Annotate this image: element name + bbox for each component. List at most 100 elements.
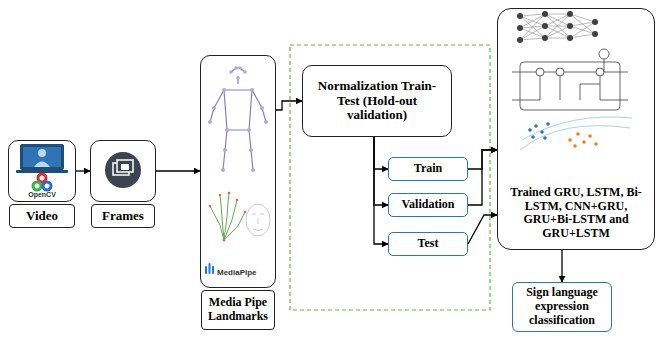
hand-points (244, 211, 247, 214)
mediapipe-logo (205, 266, 207, 274)
pose-points (238, 66, 242, 70)
flow-arrow (468, 215, 497, 244)
video-icon (38, 149, 46, 157)
scatter-plot (534, 124, 538, 128)
neural-network (517, 11, 598, 43)
scatter-plot (520, 126, 630, 150)
scatter-plot (576, 132, 580, 136)
pose-points (264, 120, 268, 124)
pose-points (234, 66, 238, 70)
box-label: Sign language expression classification (517, 286, 607, 327)
landmark-box: MediaPipeMedia Pipe Landmarks (200, 55, 276, 288)
pose-skeleton (224, 90, 252, 130)
split-box: Test (388, 232, 468, 256)
pose-points (243, 70, 247, 74)
split-box: Train (388, 157, 468, 181)
hand-points (228, 192, 231, 195)
neural-network (520, 14, 595, 40)
pose-skeleton (210, 68, 266, 170)
lstm-cell (556, 68, 564, 76)
neural-network (592, 31, 598, 37)
flow-arrow (374, 137, 388, 244)
scatter-plot (520, 117, 632, 150)
lstm-cell (536, 68, 544, 76)
connectors (76, 101, 562, 282)
neural-network (567, 23, 573, 29)
pose-points (212, 106, 216, 110)
pose-points (251, 168, 255, 172)
pose-points (229, 70, 233, 74)
scatter-plot (543, 136, 547, 140)
pose-skeleton (223, 130, 253, 170)
frames-icon (113, 163, 129, 175)
opencv-logo (43, 182, 51, 190)
caption-box: Media Pipe Landmarks (201, 290, 275, 330)
mediapipe-logo (209, 263, 211, 274)
frames-icon (117, 160, 133, 172)
neural-network (517, 25, 523, 31)
split-box: Validation (388, 193, 468, 217)
lstm-cell (599, 49, 609, 59)
neural-network (567, 35, 573, 41)
pose-skeleton (210, 90, 266, 122)
pose-skeleton (231, 68, 245, 84)
scatter-plot (594, 142, 598, 146)
lstm-cell (512, 72, 628, 100)
scatter-plot (528, 128, 532, 132)
logo-text: MediaPipe (217, 268, 257, 277)
output-box: Sign language expression classification (512, 282, 612, 332)
face-mesh (246, 204, 270, 236)
hand-points (209, 192, 247, 242)
scatter-plot (522, 117, 632, 140)
neural-network (567, 11, 573, 17)
scatter-plot (540, 130, 544, 134)
hand-landmarks (210, 193, 245, 240)
mediapipe-logo (212, 266, 214, 274)
opencv-logo (33, 182, 41, 190)
flow-arrow (156, 170, 200, 171)
scatter-plot (588, 134, 592, 138)
pose-points (225, 128, 229, 132)
hand-points (219, 194, 222, 197)
logo-text: OpenCV (28, 191, 56, 199)
pose-points (222, 88, 226, 92)
flow-arrow (276, 101, 302, 110)
caption-box: Video (9, 204, 75, 228)
pose-points (208, 66, 268, 172)
caption-label: Video (26, 209, 58, 224)
frames-icon (105, 152, 141, 188)
scatter-plot (568, 132, 598, 148)
neural-network (542, 35, 548, 41)
frames-icon (105, 152, 141, 188)
icon-box: OpenCVVideo (8, 140, 76, 202)
pose-points (223, 148, 227, 152)
scatter-plot (582, 140, 586, 144)
pose-points (260, 106, 264, 110)
flow-arrow (561, 250, 562, 282)
scatter-plot (546, 122, 550, 126)
pose-points (208, 120, 212, 124)
hand-points (236, 199, 239, 202)
flow-arrow (374, 137, 388, 169)
video-icon (20, 144, 64, 170)
mediapipe-logo (205, 263, 214, 274)
neural-network (542, 23, 548, 29)
box-label: Validation (402, 198, 455, 212)
neural-network (517, 37, 523, 43)
scatter-plot (528, 122, 550, 140)
flow-arrow (374, 137, 388, 205)
box-label: Test (418, 237, 439, 251)
lstm-cell (604, 59, 605, 72)
opencv-logo (33, 174, 51, 190)
box-label: Train (414, 162, 442, 176)
box-label: Normalization Train-Test (Hold-out valid… (309, 79, 445, 124)
pose-points (249, 148, 253, 152)
pose-points (221, 168, 225, 172)
pose-points (236, 76, 240, 80)
caption-box: Frames (91, 204, 155, 228)
box-label: Trained GRU, LSTM, Bi-LSTM, CNN+GRU, GRU… (506, 186, 646, 241)
scatter-plot (531, 135, 535, 139)
caption-label: Media Pipe Landmarks (205, 296, 271, 324)
opencv-logo (38, 174, 46, 182)
neural-network (517, 11, 598, 43)
